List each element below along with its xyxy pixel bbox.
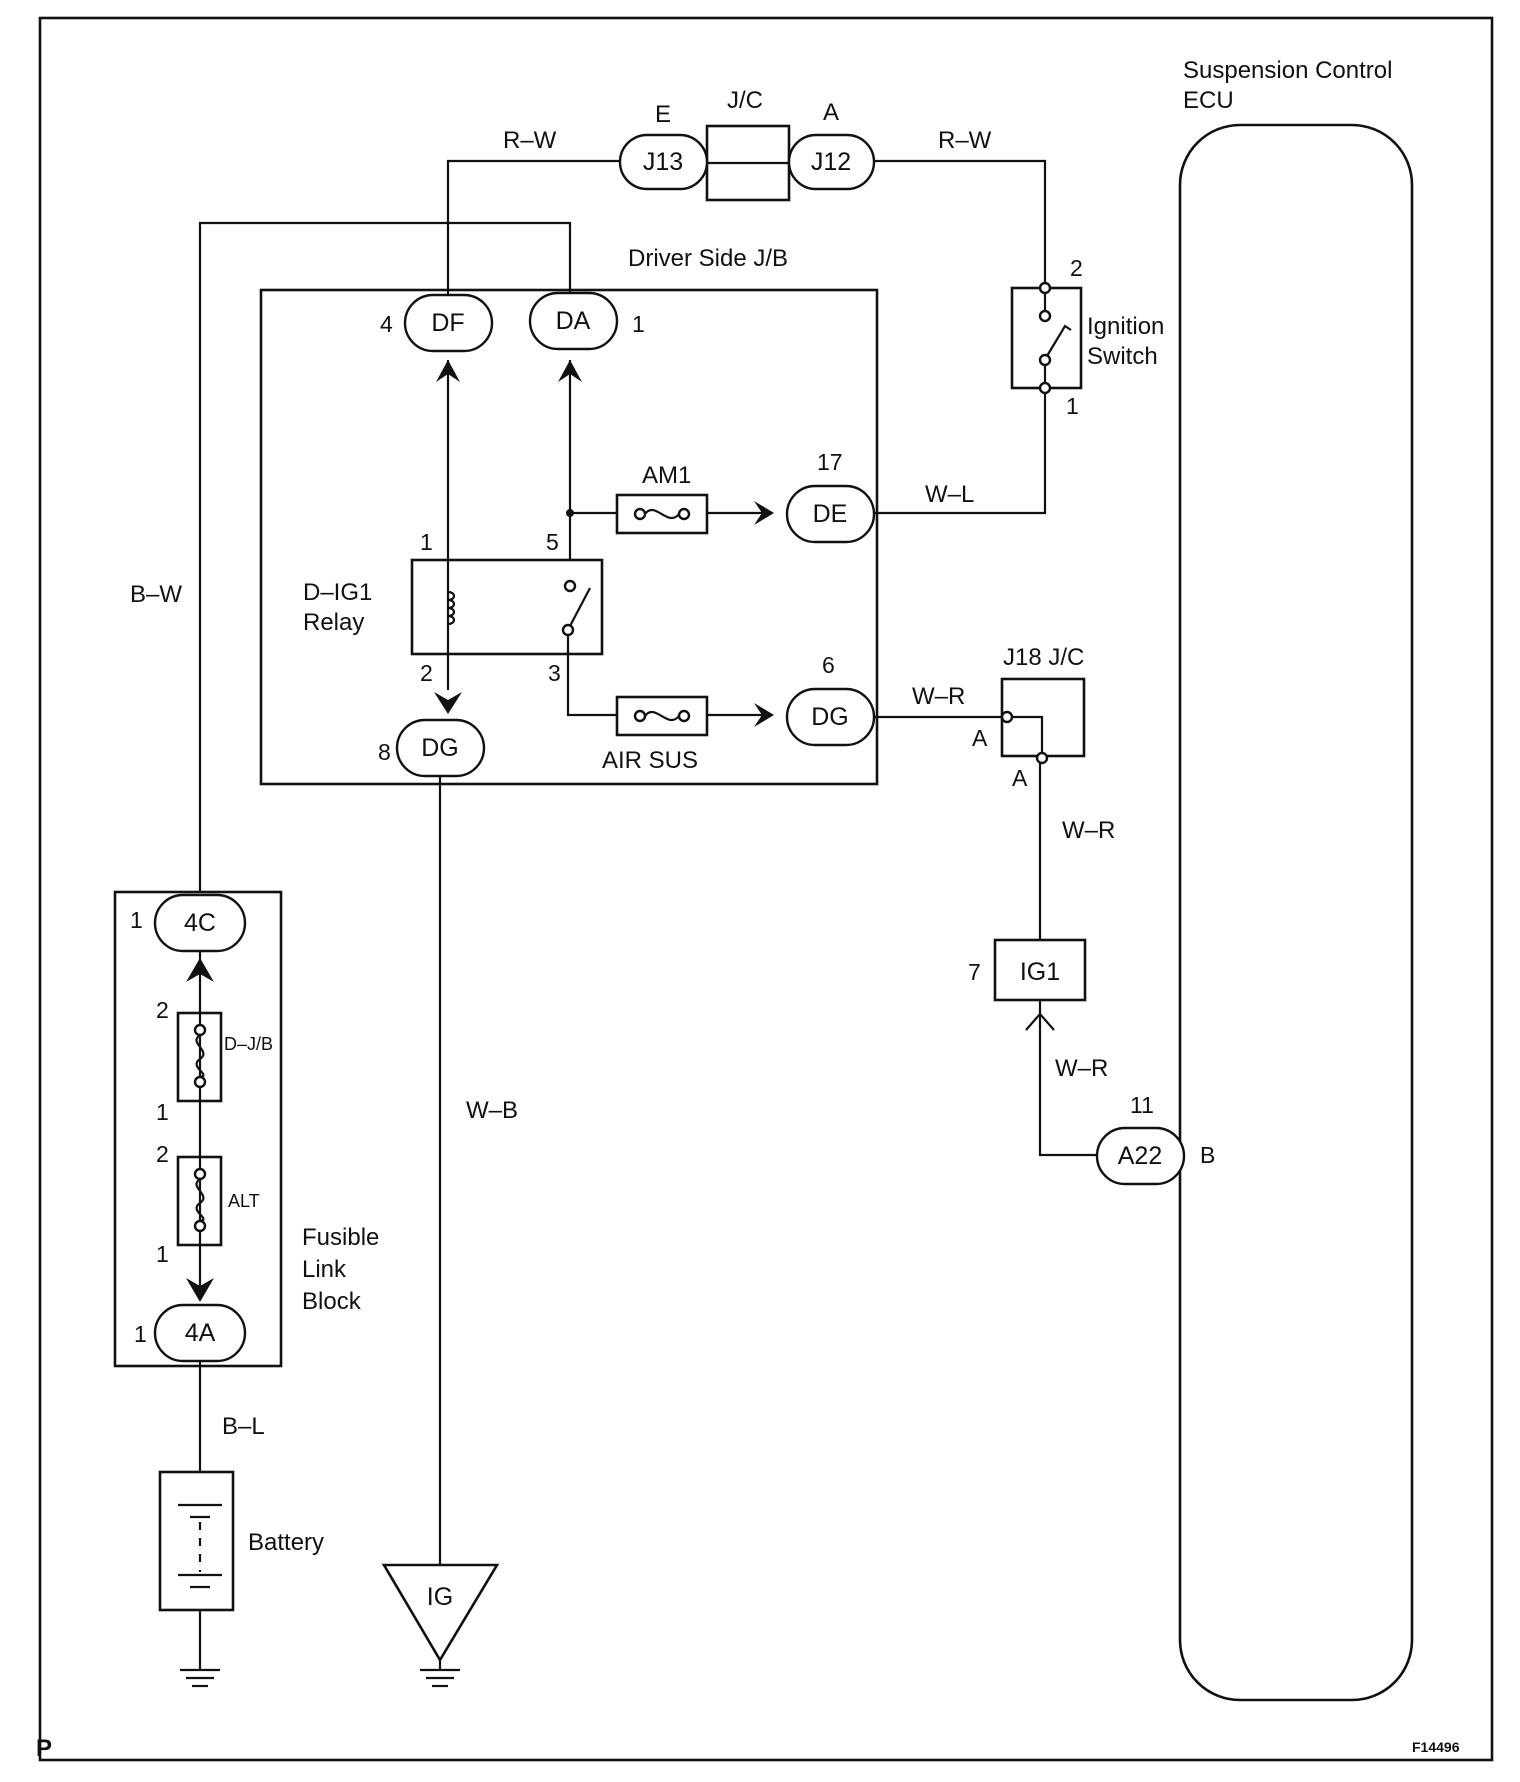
ig1-body: [993, 938, 1087, 1002]
fuse-air-sus: [615, 695, 709, 737]
connector-dg-right: [785, 687, 876, 747]
battery-label: Battery: [248, 1529, 324, 1556]
ignition-label-line1: Ignition: [1087, 313, 1164, 340]
relay-pin5: 5: [546, 529, 559, 555]
connector-dg-right-label: DG: [811, 703, 849, 731]
wire-wr-3: W–R: [1055, 1055, 1108, 1082]
ecu-body: [1178, 123, 1414, 1702]
fuse-alt-label: ALT: [228, 1191, 260, 1211]
ig1-label: IG1: [1020, 958, 1060, 986]
figure-code: F14496: [1412, 1739, 1460, 1755]
frame: [38, 16, 1494, 1762]
wire-wr-2: W–R: [1062, 817, 1115, 844]
fuse-djb-label: D–J/B: [224, 1034, 273, 1054]
relay-label-line2: Relay: [303, 609, 364, 636]
connector-dg-bottom-label: DG: [421, 734, 459, 762]
fuse-am1: [615, 493, 709, 535]
fusible-label-line2: Link: [302, 1256, 347, 1283]
fusible-link-djb: [176, 1011, 223, 1103]
driver-side-jb: Driver Side J/B DF 4 DA 1 AM1 DE 17 D–IG…: [259, 245, 879, 786]
junction-j18: J18 J/C A A: [972, 644, 1086, 791]
a22-label: A22: [1118, 1142, 1162, 1170]
ecu-label-line1: Suspension Control: [1183, 57, 1392, 84]
connector-4c-pin: 1: [130, 907, 143, 933]
fusible-label-line1: Fusible: [302, 1224, 379, 1251]
fuse-djb-pin-bottom: 1: [156, 1099, 169, 1125]
connector-j12: [787, 133, 876, 191]
wire-wr-1: W–R: [912, 683, 965, 710]
ignition-switch-body: [1010, 286, 1083, 390]
connector-4a: [153, 1303, 247, 1363]
fusible-link-alt: [176, 1155, 223, 1247]
junction-connector-top: J/C J13 E J12 A: [618, 87, 876, 202]
battery-body: [158, 1470, 235, 1612]
jc-top-label: J/C: [727, 87, 763, 114]
wire-rw-left: R–W: [503, 127, 557, 154]
connector-ig1: IG1 7: [968, 938, 1087, 1031]
fusible-label-line3: Block: [302, 1288, 362, 1315]
fusible-link-block: Fusible Link Block 4C 1 D–J/B 2 1 ALT 2 …: [113, 890, 379, 1368]
ground-ig: IG: [381, 1563, 500, 1688]
j18-pin-a1: A: [972, 725, 988, 751]
driver-jb-title: Driver Side J/B: [628, 245, 788, 272]
relay-pin2: 2: [420, 660, 433, 686]
connector-j13-label: J13: [643, 148, 683, 176]
connector-dg-bottom-pin: 8: [378, 739, 391, 765]
fusible-box: [113, 890, 283, 1368]
fuse-djb-pin-top: 2: [156, 997, 169, 1023]
connector-da-label: DA: [556, 307, 591, 335]
connector-j13: [618, 133, 709, 191]
a22-pin: 11: [1130, 1092, 1154, 1118]
a22-letter: B: [1200, 1142, 1215, 1168]
j18-pin-a2: A: [1012, 765, 1028, 791]
battery: Battery: [158, 1470, 324, 1612]
ig-ground-label: IG: [427, 1583, 453, 1611]
fuse-am1-label: AM1: [642, 462, 691, 489]
ignition-pin-bottom: 1: [1066, 393, 1079, 419]
suspension-control-ecu: Suspension Control ECU: [1178, 57, 1414, 1702]
connector-dg-bottom: [395, 718, 486, 778]
connector-df: [403, 293, 494, 353]
ignition-label-line2: Switch: [1087, 343, 1158, 370]
ig1-pin: 7: [968, 959, 981, 985]
connector-j13-letter: E: [655, 101, 671, 128]
ignition-switch: 2 1 Ignition Switch: [1010, 255, 1164, 419]
connector-a22: A22 11 B: [1095, 1092, 1215, 1186]
wire-wl: W–L: [925, 481, 974, 508]
relay-d-ig1: [410, 558, 604, 656]
connector-df-pin: 4: [380, 311, 393, 337]
connector-de: [785, 484, 876, 544]
connector-da-pin: 1: [632, 311, 645, 337]
fuse-alt-pin-top: 2: [156, 1141, 169, 1167]
wire-rw-right: R–W: [938, 127, 992, 154]
wire-wb: W–B: [466, 1097, 518, 1124]
corner-letter: P: [36, 1735, 52, 1762]
j18-label: J18 J/C: [1003, 644, 1084, 671]
connector-4c-label: 4C: [184, 909, 216, 937]
connector-de-label: DE: [813, 500, 848, 528]
relay-pin1: 1: [420, 529, 433, 555]
relay-label-line1: D–IG1: [303, 579, 372, 606]
fuse-air-sus-label: AIR SUS: [602, 747, 698, 774]
wires: [198, 159, 1097, 1670]
wire-bl: B–L: [222, 1413, 265, 1440]
connector-df-label: DF: [431, 309, 464, 337]
ignition-pin-top: 2: [1070, 255, 1083, 281]
connector-4a-pin: 1: [134, 1321, 147, 1347]
relay-pin3: 3: [548, 660, 561, 686]
a22-body: [1095, 1126, 1186, 1186]
fuse-alt-pin-bottom: 1: [156, 1241, 169, 1267]
connector-j12-label: J12: [811, 148, 851, 176]
ground-battery: [180, 1668, 220, 1688]
connector-4a-label: 4A: [185, 1319, 216, 1347]
connector-de-pin: 17: [817, 449, 843, 475]
wire-bw: B–W: [130, 581, 182, 608]
connector-j12-letter: A: [823, 99, 839, 126]
connector-4c: [153, 893, 247, 953]
driver-jb-box: [259, 288, 879, 786]
connector-dg-right-pin: 6: [822, 652, 835, 678]
ecu-label-line2: ECU: [1183, 87, 1234, 114]
connector-da: [528, 291, 619, 351]
